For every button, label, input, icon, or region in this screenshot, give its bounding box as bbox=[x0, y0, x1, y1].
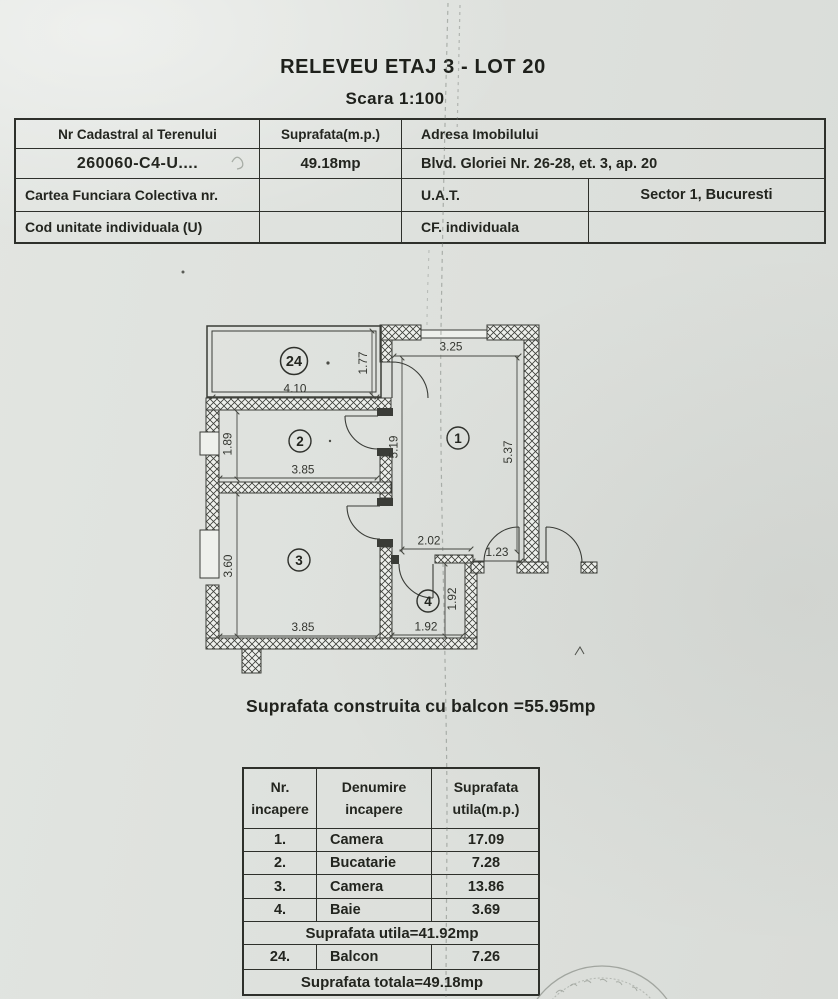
col-header-area: Suprafata utila(m.p.) bbox=[432, 769, 540, 829]
svg-text:24: 24 bbox=[286, 354, 302, 370]
row-nr: 4. bbox=[244, 899, 317, 922]
dim-room4-width: 1.92 bbox=[415, 620, 438, 634]
door-jambs bbox=[377, 408, 399, 564]
row-area: 7.28 bbox=[432, 852, 540, 875]
scale-label: Scara 1:100 bbox=[345, 89, 445, 108]
land-book-label: Cartea Funciara Colectiva nr. bbox=[16, 179, 260, 212]
empty-cell bbox=[260, 179, 402, 212]
row-nr: 3. bbox=[244, 875, 317, 899]
row-name: Balcon bbox=[317, 945, 432, 970]
balcony-parapet bbox=[206, 325, 382, 398]
room-label-1: 1 bbox=[446, 426, 470, 450]
window-room3 bbox=[199, 529, 220, 579]
floor-plan-walls bbox=[205, 324, 598, 674]
row-name: Baie bbox=[317, 899, 432, 922]
svg-text:1: 1 bbox=[454, 431, 462, 446]
row-nr: 1. bbox=[244, 829, 317, 852]
exterior-door bbox=[545, 526, 583, 564]
unit-code-label: Cod unitate individuala (U) bbox=[16, 212, 260, 242]
dim-room1-height-right: 5.37 bbox=[501, 441, 515, 464]
dim-entrance-width: 1.23 bbox=[486, 545, 509, 559]
room-label-3: 3 bbox=[287, 548, 311, 572]
dim-room1-height-left: 5.19 bbox=[387, 436, 401, 459]
row-area: 3.69 bbox=[432, 899, 540, 922]
cf-label: CF. individuala bbox=[402, 212, 589, 242]
dim-room3-height: 3.60 bbox=[221, 554, 235, 577]
room2-door bbox=[344, 415, 379, 450]
balcony-door bbox=[391, 361, 429, 399]
uat-value: Sector 1, Bucuresti bbox=[589, 179, 824, 212]
built-area-caption: Suprafata construita cu balcon =55.95mp bbox=[246, 696, 596, 716]
header-cadastral-number: Nr Cadastral al Terenului bbox=[16, 120, 260, 149]
area-value: 49.18mp bbox=[260, 149, 402, 179]
dim-balcony-depth: 1.77 bbox=[356, 352, 370, 375]
dim-room1-width: 3.25 bbox=[440, 340, 463, 354]
svg-text:3: 3 bbox=[295, 553, 303, 568]
row-area: 17.09 bbox=[432, 829, 540, 852]
dim-room3-width: 3.85 bbox=[292, 620, 315, 634]
room-label-balcony: 24 bbox=[279, 346, 309, 376]
room-area-table: Nr. incapere Denumire incapere Suprafata… bbox=[242, 767, 540, 996]
row-area: 13.86 bbox=[432, 875, 540, 899]
dimension-labels: 4.10 1.77 3.25 5.19 5.37 1.89 3.85 3.60 … bbox=[221, 340, 516, 635]
subtotal-row: Suprafata utila=41.92mp bbox=[244, 922, 540, 945]
room4-door bbox=[398, 563, 434, 599]
windows bbox=[199, 329, 488, 579]
uat-label: U.A.T. bbox=[402, 179, 589, 212]
row-area: 7.26 bbox=[432, 945, 540, 970]
row-name: Camera bbox=[317, 875, 432, 899]
room-labels: 24 2 1 3 4 bbox=[279, 346, 470, 613]
svg-text:4: 4 bbox=[424, 594, 432, 609]
address-value: Blvd. Gloriei Nr. 26-28, et. 3, ap. 20 bbox=[402, 149, 824, 179]
total-row: Suprafata totala=49.18mp bbox=[300, 973, 484, 991]
svg-text:2: 2 bbox=[296, 434, 304, 449]
dim-room2-height: 1.89 bbox=[221, 433, 235, 456]
cadastral-number-value: 260060-C4-U.... bbox=[16, 149, 260, 179]
room3-door bbox=[346, 505, 381, 540]
cadastral-info-table: Nr Cadastral al Terenului Suprafata(m.p.… bbox=[14, 118, 826, 244]
empty-cell bbox=[589, 212, 824, 242]
row-nr: 2. bbox=[244, 852, 317, 875]
empty-cell bbox=[260, 212, 402, 242]
row-name: Bucatarie bbox=[317, 852, 432, 875]
row-name: Camera bbox=[317, 829, 432, 852]
dimension-lines bbox=[210, 328, 524, 639]
header-area: Suprafata(m.p.) bbox=[260, 120, 402, 149]
dim-room4-height: 1.92 bbox=[445, 588, 459, 611]
header-address: Adresa Imobilului bbox=[402, 120, 824, 149]
stamp-text-marks bbox=[555, 978, 638, 994]
room-label-4: 4 bbox=[416, 589, 440, 613]
col-header-name: Denumire incapere bbox=[317, 769, 432, 829]
dim-hall-width: 2.02 bbox=[418, 534, 441, 548]
dim-balcony-width: 4.10 bbox=[284, 382, 307, 396]
window-room2 bbox=[199, 431, 220, 456]
page-title: RELEVEU ETAJ 3 - LOT 20 bbox=[280, 56, 546, 78]
door-swings bbox=[344, 361, 583, 599]
entrance-door bbox=[483, 526, 520, 563]
col-header-nr: Nr. incapere bbox=[244, 769, 317, 829]
dim-room2-width: 3.85 bbox=[292, 463, 315, 477]
row-nr: 24. bbox=[244, 945, 317, 970]
room-label-2: 2 bbox=[288, 429, 312, 453]
window-room1 bbox=[420, 329, 488, 339]
stamp bbox=[536, 965, 668, 999]
